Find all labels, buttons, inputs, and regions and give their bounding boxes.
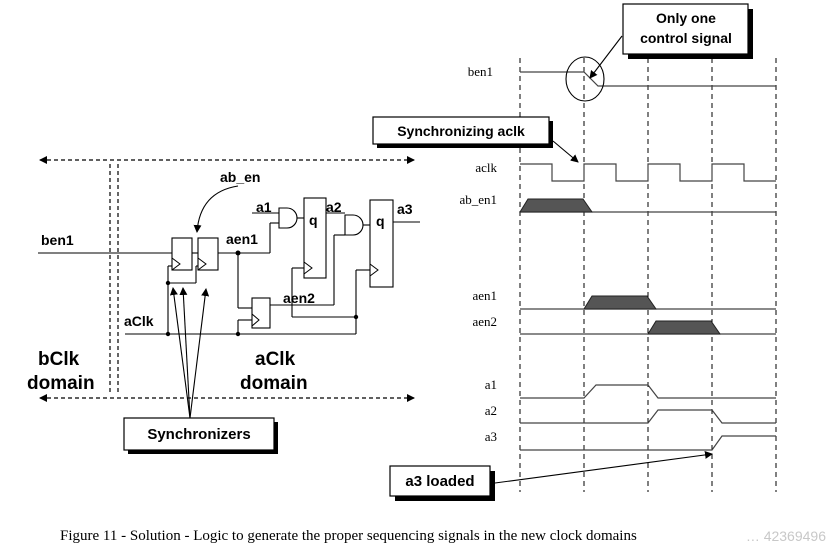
a3-signal-label: a3 bbox=[485, 429, 497, 444]
ben1-input-label: ben1 bbox=[41, 232, 74, 248]
a1-signal-label: a1 bbox=[485, 377, 497, 392]
and-gate-2 bbox=[344, 214, 364, 236]
a3-wave bbox=[520, 435, 776, 451]
only-one-text-1: Only one bbox=[656, 10, 716, 26]
only-one-text-2: control signal bbox=[640, 30, 732, 46]
aen2-label: aen2 bbox=[283, 290, 315, 306]
and-gate-1 bbox=[278, 207, 298, 229]
register-2 bbox=[369, 199, 394, 288]
ab-en-arrow bbox=[193, 185, 239, 233]
a2-label: a2 bbox=[326, 199, 342, 215]
reg2-q-label: q bbox=[376, 213, 385, 229]
schematic: ab_en ben1 a1 q a2 q a3 aen1 aen2 aClk b… bbox=[27, 156, 420, 454]
figure-caption: Figure 11 - Solution - Logic to generate… bbox=[60, 528, 637, 544]
domain-boundaries bbox=[39, 156, 415, 402]
ben1-signal-label: ben1 bbox=[468, 64, 493, 79]
a2-wave bbox=[520, 409, 776, 424]
aclk-domain-label-1: aClk bbox=[255, 349, 296, 370]
aen1-label: aen1 bbox=[226, 231, 258, 247]
aclk-input-label: aClk bbox=[124, 313, 154, 329]
ab-en1-pulse bbox=[519, 198, 593, 213]
ben1-wave bbox=[520, 71, 776, 87]
clock-edge-guides bbox=[519, 58, 777, 492]
synchronizers-callout-text: Synchronizers bbox=[147, 426, 250, 443]
timing-diagram: ben1 aclk ab_en1 aen1 aen2 a1 a2 a3 Only… bbox=[372, 3, 777, 501]
timing-callout-arrows bbox=[494, 35, 713, 484]
watermark: … 42369496 bbox=[746, 528, 826, 544]
reg1-q-label: q bbox=[309, 212, 318, 228]
only-one-control-signal-callout: Only one control signal bbox=[622, 3, 753, 59]
a1-wave bbox=[520, 384, 776, 399]
synchronizing-aclk-text: Synchronizing aclk bbox=[397, 123, 525, 139]
waveforms bbox=[520, 71, 776, 451]
ben1-transition-highlight bbox=[565, 56, 605, 102]
a3-loaded-text: a3 loaded bbox=[405, 473, 474, 490]
schematic-wires bbox=[38, 212, 420, 335]
ab-en1-signal-label: ab_en1 bbox=[459, 192, 497, 207]
a1-label: a1 bbox=[256, 199, 272, 215]
aclk-wave bbox=[520, 163, 776, 182]
sync-flipflop-2 bbox=[197, 237, 219, 271]
aen2-flipflop bbox=[251, 297, 271, 329]
bclk-domain-label-2: domain bbox=[27, 373, 95, 394]
a3-output-label: a3 bbox=[397, 201, 413, 217]
a3-loaded-callout: a3 loaded bbox=[389, 465, 495, 501]
junction-dots bbox=[165, 250, 359, 337]
bclk-domain-label-1: bClk bbox=[38, 349, 80, 370]
synchronizers-callout: Synchronizers bbox=[123, 417, 278, 454]
aclk-signal-label: aclk bbox=[475, 160, 497, 175]
aen1-pulse bbox=[583, 295, 657, 310]
a2-signal-label: a2 bbox=[485, 403, 497, 418]
sync-flipflop-1 bbox=[171, 237, 193, 271]
aen1-signal-label: aen1 bbox=[472, 288, 497, 303]
aen2-pulse bbox=[647, 320, 721, 335]
aen2-signal-label: aen2 bbox=[472, 314, 497, 329]
register-1 bbox=[303, 197, 327, 279]
synchronizing-aclk-callout: Synchronizing aclk bbox=[372, 116, 553, 148]
synchronizers-arrows bbox=[169, 287, 210, 419]
aclk-domain-label-2: domain bbox=[240, 373, 308, 394]
ab-en-label: ab_en bbox=[220, 169, 260, 185]
